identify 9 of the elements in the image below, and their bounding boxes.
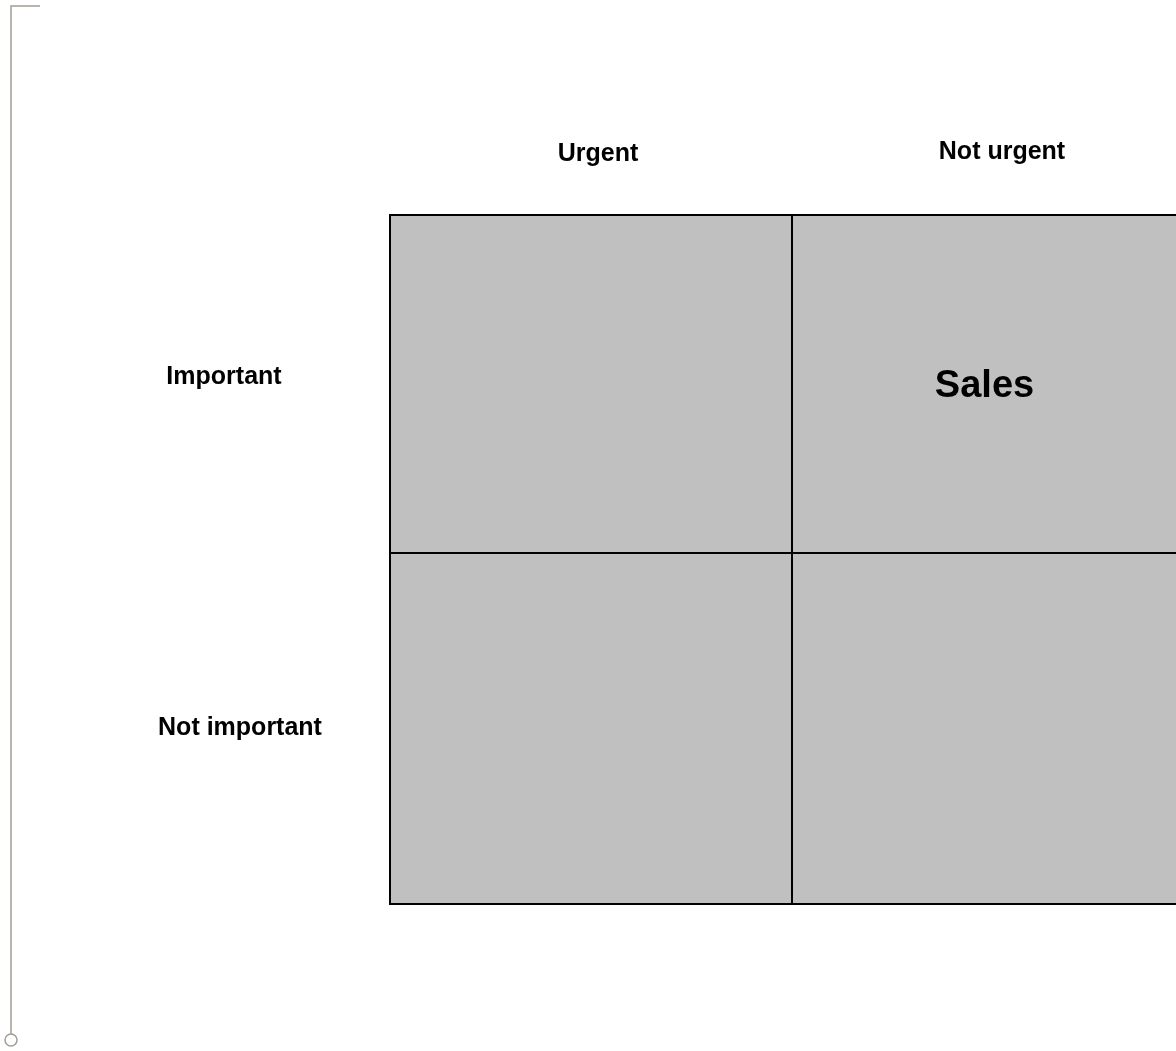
matrix-quadrant — [791, 214, 1176, 554]
column-heading: Urgent — [557, 137, 639, 167]
column-heading: Not urgent — [938, 135, 1066, 165]
matrix-quadrant — [389, 552, 793, 905]
matrix-quadrant — [791, 552, 1176, 905]
row-heading: Important — [166, 360, 282, 390]
row-heading: Not important — [158, 711, 322, 741]
quadrant-label: Sales — [934, 362, 1035, 406]
matrix-quadrant — [389, 214, 793, 554]
